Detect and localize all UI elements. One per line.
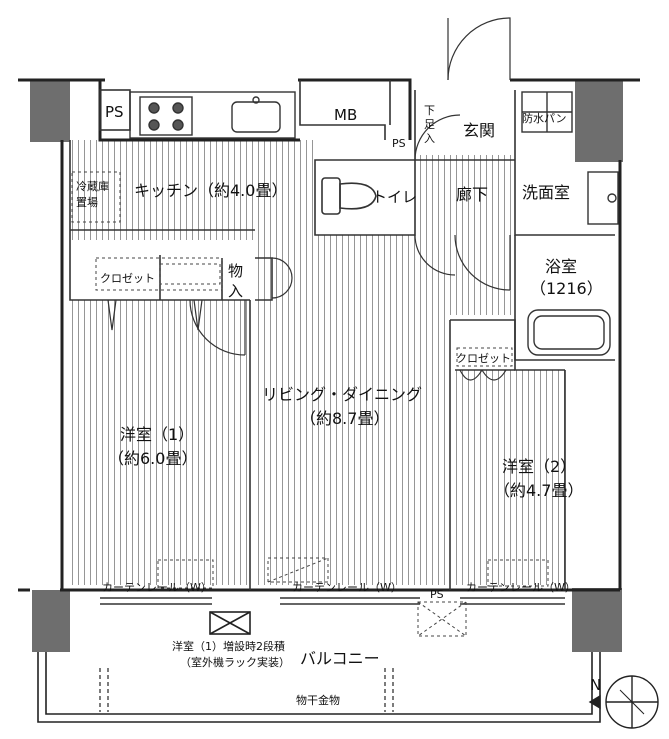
shoe-storage-label-3: 入 (424, 132, 435, 145)
western2-label: 洋室（2） (502, 457, 576, 476)
ps-mid-label: PS (392, 137, 406, 150)
ps-bottom-label: PS (430, 588, 444, 601)
waterproof-pan-label: 防水パン (522, 111, 567, 125)
laundry-hanger-label: 物干金物 (296, 693, 340, 707)
kitchen-label: キッチン（約4.0畳） (134, 181, 287, 200)
shoe-storage-label-1: 下 (424, 104, 435, 117)
fridge-space (71, 171, 121, 223)
flooring (70, 140, 565, 585)
dashed-markings (157, 557, 549, 637)
kitchen-counter (129, 91, 296, 139)
mb-label: MB (334, 106, 357, 124)
closet1-label: クロゼット (100, 272, 155, 285)
entrance-label: 玄関 (463, 121, 495, 140)
structural-columns (30, 80, 623, 652)
curtain-rail-2-label: カーテンレール（W） (292, 581, 402, 594)
curtain-rail-1-label: カーテンレール（W） (102, 581, 212, 594)
washroom-fixtures (521, 91, 619, 356)
fridge-label-1: 冷蔵庫 (76, 179, 109, 193)
curtain-rail-3-label: カーテンレール（W） (466, 581, 576, 594)
storage-label-1: 物 (228, 262, 243, 280)
fridge-label-2: 置場 (76, 196, 98, 209)
balcony-note-1: 洋室（1）増設時2段積 (172, 639, 285, 653)
closet2-label: クロゼット (456, 352, 511, 365)
ps-top-label: PS (105, 103, 124, 121)
balcony (37, 611, 601, 723)
living-label: リビング・ダイニング (262, 385, 422, 404)
washroom-label: 洗面室 (522, 183, 570, 202)
western1-size-label: （約6.0畳） (108, 449, 197, 468)
shoe-storage-label-2: 足 (424, 118, 435, 131)
toilet-fixture (321, 177, 377, 215)
walls (18, 78, 640, 592)
hallway-label: 廊下 (456, 185, 488, 204)
bath-label: 浴室 (545, 257, 577, 276)
balcony-doors (100, 597, 565, 605)
western1-label: 洋室（1） (120, 425, 194, 444)
north-label: N (590, 676, 601, 694)
toilet-label: トイレ (372, 188, 417, 206)
western2-size-label: （約4.7畳） (494, 481, 583, 500)
doors (107, 17, 511, 381)
compass-icon (588, 675, 659, 729)
laundry-hanger-posts (99, 668, 394, 712)
bath-size-label: （1216） (530, 279, 603, 298)
living-size-label: （約8.7畳） (300, 409, 389, 428)
partitions (69, 80, 615, 590)
balcony-label: バルコニー (300, 649, 380, 668)
balcony-note-2: （室外機ラック実装） (180, 655, 290, 669)
storage-label-2: 入 (228, 282, 243, 300)
closets (95, 257, 513, 367)
